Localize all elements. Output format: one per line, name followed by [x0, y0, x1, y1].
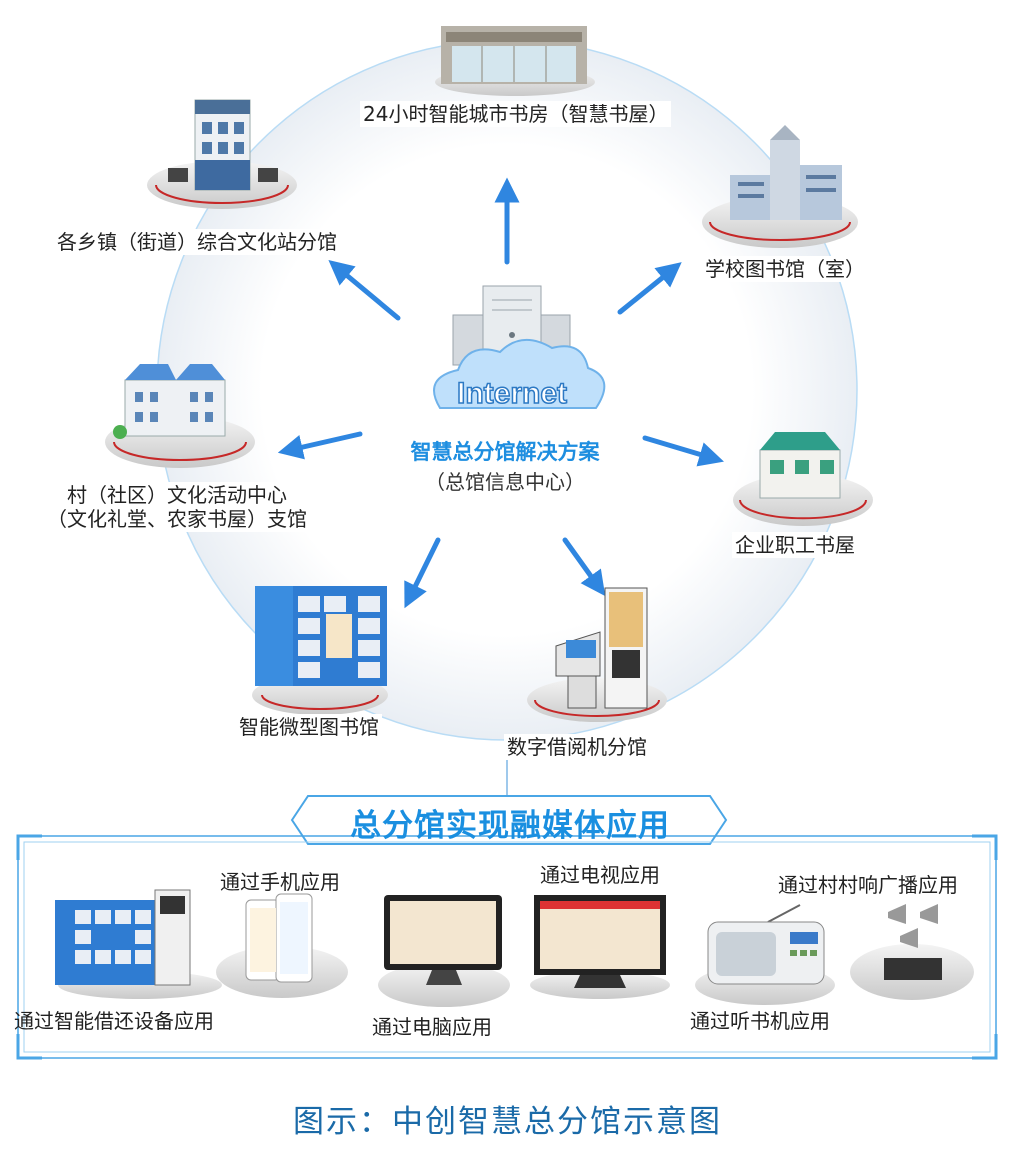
server-cloud-icon	[433, 285, 606, 409]
node-label-bookstore: 24小时智能城市书房（智慧书屋）	[360, 101, 672, 127]
banner-frame	[290, 795, 728, 845]
arrows	[277, 177, 724, 609]
app-label-borrow-device: 通过智能借还设备应用	[14, 1009, 214, 1033]
arrow-lower-left	[404, 537, 441, 609]
node-label-micro-library: 智能微型图书馆	[236, 714, 382, 740]
node-micro-library-illustration	[252, 586, 388, 715]
figure-caption: 图示：中创智慧总分馆示意图	[293, 1104, 722, 1140]
node-label-school-library: 学校图书馆（室）	[702, 256, 868, 282]
app-borrow-device-illustration	[55, 889, 222, 999]
node-label-township: 各乡镇（街道）综合文化站分馆	[54, 229, 340, 255]
app-tv-illustration	[530, 895, 670, 999]
center-subtitle: （总馆信息中心）	[425, 470, 585, 494]
node-township-illustration	[147, 99, 297, 209]
app-label-computer: 通过电脑应用	[372, 1015, 492, 1039]
apps-frame	[16, 834, 998, 1060]
center-title: 智慧总分馆解决方案	[410, 440, 600, 464]
app-label-tv: 通过电视应用	[540, 863, 660, 887]
node-enterprise-illustration	[733, 432, 873, 526]
arrow-lower-right	[562, 537, 606, 597]
node-label-village: 村（社区）文化活动中心 （文化礼堂、农家书屋）支馆	[44, 482, 310, 532]
arrow-upper-right	[617, 262, 682, 315]
node-label-village-line2: （文化礼堂、农家书屋）支馆	[47, 507, 307, 531]
node-school-library-illustration	[702, 125, 858, 248]
app-audiobook-illustration	[695, 904, 835, 1005]
app-label-audiobook: 通过听书机应用	[690, 1009, 830, 1033]
arrow-upper-left	[328, 259, 401, 321]
node-label-village-line1: 村（社区）文化活动中心	[67, 483, 287, 507]
app-label-broadcast: 通过村村响广播应用	[778, 873, 958, 897]
app-computer-illustration	[378, 895, 510, 1007]
arrow-right	[642, 435, 724, 467]
node-label-enterprise: 企业职工书屋	[732, 532, 858, 558]
app-broadcast-illustration	[850, 904, 974, 1000]
arrow-left	[277, 431, 363, 460]
node-kiosk-illustration	[527, 587, 667, 722]
app-phone-illustration	[216, 893, 348, 998]
app-label-phone: 通过手机应用	[220, 870, 340, 894]
node-village-illustration	[105, 364, 255, 468]
node-label-kiosk: 数字借阅机分馆	[504, 734, 650, 760]
banner-title: 总分馆实现融媒体应用	[350, 808, 670, 844]
node-bookstore-illustration	[435, 26, 595, 96]
cloud-label: Internet	[457, 377, 567, 410]
